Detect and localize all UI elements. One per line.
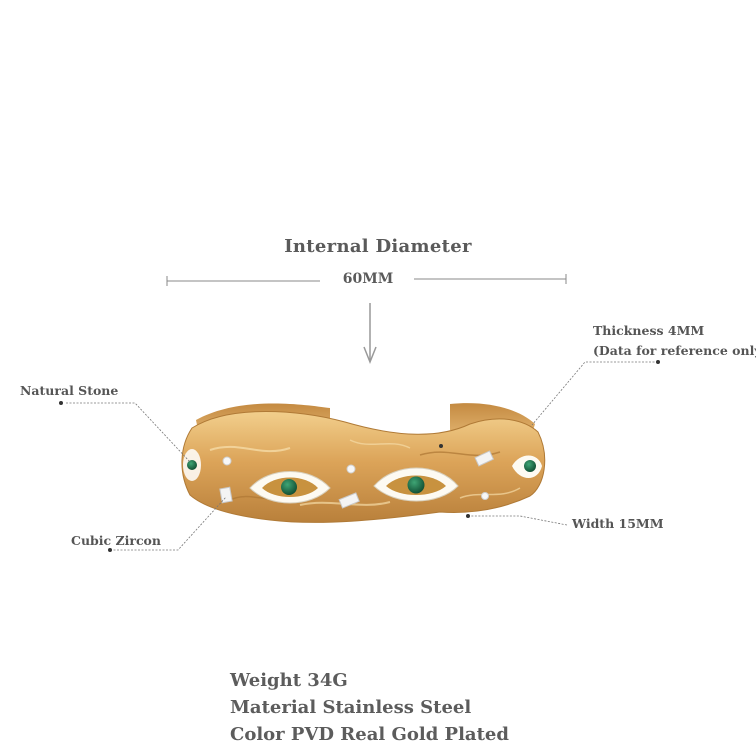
arrow-down-icon (363, 303, 377, 365)
callout-lines (66, 361, 658, 551)
cubic-zircon-stones (219, 450, 495, 509)
diameter-value: 60MM (342, 271, 394, 287)
spec-material: Material Stainless Steel (230, 697, 472, 718)
stone-eye-center-right (373, 467, 459, 502)
natural-stone-label: Natural Stone (20, 383, 119, 398)
stone-eye-right (512, 455, 542, 478)
thickness-label: Thickness 4MM (593, 323, 705, 338)
stone-eye-center-left (249, 471, 331, 504)
spec-weight: Weight 34G (230, 670, 348, 691)
internal-diameter-title: Internal Diameter (284, 236, 472, 257)
bracelet (181, 403, 546, 523)
stone-eye-left (183, 449, 201, 481)
thickness-note: (Data for reference only) (593, 343, 756, 358)
cubic-zircon-label: Cubic Zircon (71, 533, 161, 548)
diameter-dimension-line (166, 274, 567, 286)
width-label: Width 15MM (572, 516, 664, 531)
callout-dots (59, 360, 660, 552)
spec-color: Color PVD Real Gold Plated (230, 724, 509, 745)
